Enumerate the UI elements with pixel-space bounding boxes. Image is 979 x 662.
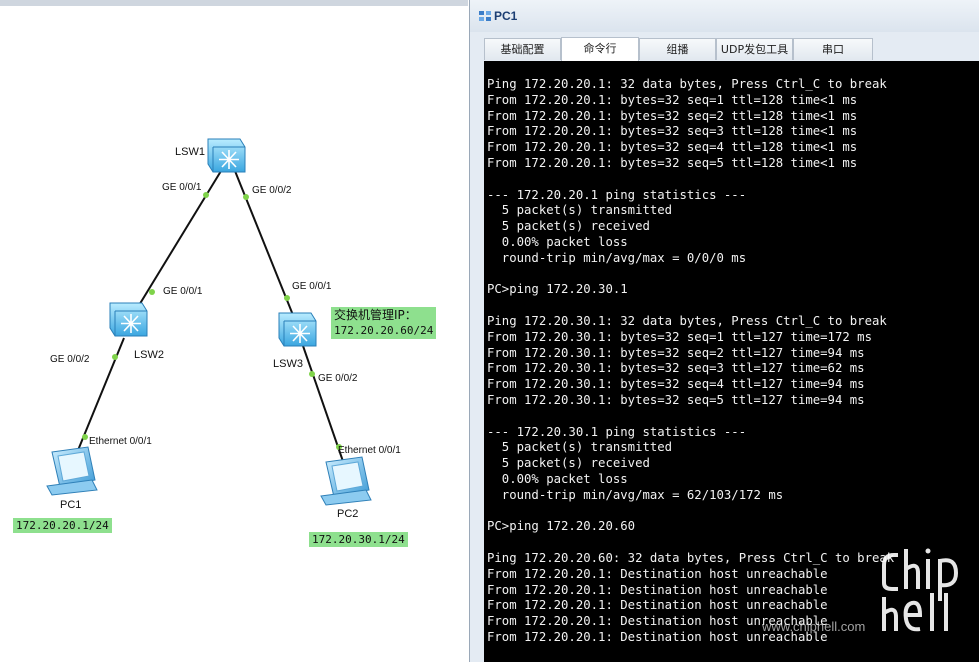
port-label: GE 0/0/1 <box>163 286 203 297</box>
console-line: round-trip min/avg/max = 62/103/172 ms <box>487 487 784 502</box>
console-line: From 172.20.30.1: bytes=32 seq=2 ttl=127… <box>487 345 865 360</box>
pc2-ip-label: 172.20.30.1/24 <box>309 532 408 547</box>
mgmt-note-ip: 172.20.20.60/24 <box>334 324 434 337</box>
pc1-window: PC1 基础配置 命令行 组播 UDP发包工具 串口 Ping 172.20.2… <box>469 0 979 662</box>
chiphell-logo-watermark <box>882 548 959 632</box>
lsw2-label: LSW2 <box>134 349 164 361</box>
pc2-computer-icon[interactable] <box>320 456 372 506</box>
port-label: GE 0/0/2 <box>50 354 90 365</box>
lsw3-label: LSW3 <box>273 358 303 370</box>
console-line: PC>ping 172.20.30.1 <box>487 282 628 297</box>
console-line: 5 packet(s) received <box>487 456 650 471</box>
console-line <box>487 267 979 283</box>
console-line: From 172.20.20.1: Destination host unrea… <box>487 598 828 613</box>
console-line <box>487 504 979 520</box>
console-line: From 172.20.20.1: Destination host unrea… <box>487 614 828 629</box>
port-label: GE 0/0/2 <box>252 185 292 196</box>
lsw2-switch-icon[interactable] <box>109 302 148 337</box>
topology-canvas: LSW1 LSW2 LSW3 PC1 PC2 GE 0/0/1 GE 0/0/2… <box>0 0 468 662</box>
tab-serial[interactable]: 串口 <box>793 38 873 60</box>
console-line: 5 packet(s) received <box>487 219 650 234</box>
console-output: Ping 172.20.20.1: 32 data bytes, Press C… <box>484 61 979 646</box>
topology-svg: LSW1 LSW2 LSW3 PC1 PC2 GE 0/0/1 GE 0/0/2… <box>46 138 401 520</box>
window-title: PC1 <box>494 9 518 23</box>
console-line: PC>ping 172.20.20.60 <box>487 519 636 534</box>
pc1-computer-icon[interactable] <box>46 446 98 496</box>
console-line: From 172.20.30.1: bytes=32 seq=4 ttl=127… <box>487 377 865 392</box>
tab-basic-config[interactable]: 基础配置 <box>484 38 561 60</box>
mgmt-note-title: 交换机管理IP： <box>334 308 417 322</box>
port-label: Ethernet 0/0/1 <box>338 445 401 456</box>
console-line: From 172.20.20.1: bytes=32 seq=5 ttl=128… <box>487 155 858 170</box>
tab-multicast[interactable]: 组播 <box>639 38 716 60</box>
console-line: 5 packet(s) transmitted <box>487 440 673 455</box>
console-line: From 172.20.20.1: bytes=32 seq=4 ttl=128… <box>487 140 858 155</box>
port-dot <box>149 289 155 295</box>
port-label: GE 0/0/2 <box>318 373 358 384</box>
pc2-label: PC2 <box>337 508 358 520</box>
port-dot <box>243 194 249 200</box>
console-line: From 172.20.20.1: bytes=32 seq=2 ttl=128… <box>487 108 858 123</box>
lsw1-switch-icon[interactable] <box>207 138 246 173</box>
port-dot <box>284 295 290 301</box>
console-line: From 172.20.20.1: bytes=32 seq=3 ttl=128… <box>487 124 858 139</box>
port-dot <box>112 354 118 360</box>
console-line: From 172.20.20.1: Destination host unrea… <box>487 566 828 581</box>
window-titlebar[interactable]: PC1 <box>470 0 979 32</box>
console-line: From 172.20.20.1: Destination host unrea… <box>487 629 828 644</box>
console-line: Ping 172.20.20.60: 32 data bytes, Press … <box>487 550 895 565</box>
switch-mgmt-ip-note: 交换机管理IP： 172.20.20.60/24 <box>331 307 437 339</box>
console-line: --- 172.20.20.1 ping statistics --- <box>487 187 747 202</box>
port-dot <box>82 434 88 440</box>
pc1-ip-label: 172.20.20.1/24 <box>13 518 112 533</box>
port-label: GE 0/0/1 <box>162 182 202 193</box>
pc-window-icon <box>479 11 491 21</box>
console-line: --- 172.20.30.1 ping statistics --- <box>487 424 747 439</box>
console-line: From 172.20.30.1: bytes=32 seq=1 ttl=127… <box>487 329 872 344</box>
port-dot <box>309 371 315 377</box>
lsw3-switch-icon[interactable] <box>278 312 317 347</box>
console-line: Ping 172.20.30.1: 32 data bytes, Press C… <box>487 313 887 328</box>
console-line: Ping 172.20.20.1: 32 data bytes, Press C… <box>487 77 887 91</box>
port-dot <box>336 444 342 450</box>
console-line: 0.00% packet loss <box>487 471 628 486</box>
console-line: round-trip min/avg/max = 0/0/0 ms <box>487 250 747 265</box>
console-line: From 172.20.20.1: bytes=32 seq=1 ttl=128… <box>487 92 858 107</box>
console-line <box>487 409 979 425</box>
canvas-top-edge <box>0 0 468 6</box>
port-label: Ethernet 0/0/1 <box>89 436 152 447</box>
tab-udp-tool[interactable]: UDP发包工具 <box>716 38 793 60</box>
port-label: GE 0/0/1 <box>292 281 332 292</box>
port-dot <box>203 192 209 198</box>
tab-command-line[interactable]: 命令行 <box>561 37 639 61</box>
console-line: From 172.20.30.1: bytes=32 seq=3 ttl=127… <box>487 361 865 376</box>
console-line: 5 packet(s) transmitted <box>487 203 673 218</box>
console-line: From 172.20.20.1: Destination host unrea… <box>487 582 828 597</box>
console-line <box>487 172 979 188</box>
tab-bar: 基础配置 命令行 组播 UDP发包工具 串口 <box>470 32 979 62</box>
watermark-url: www.chiphell.com <box>762 619 866 634</box>
pc1-label: PC1 <box>60 499 81 511</box>
console-line: 0.00% packet loss <box>487 234 628 249</box>
console-line: From 172.20.30.1: bytes=32 seq=5 ttl=127… <box>487 392 865 407</box>
lsw1-label: LSW1 <box>175 146 205 158</box>
command-console[interactable]: Ping 172.20.20.1: 32 data bytes, Press C… <box>484 61 979 662</box>
console-line <box>487 298 979 314</box>
